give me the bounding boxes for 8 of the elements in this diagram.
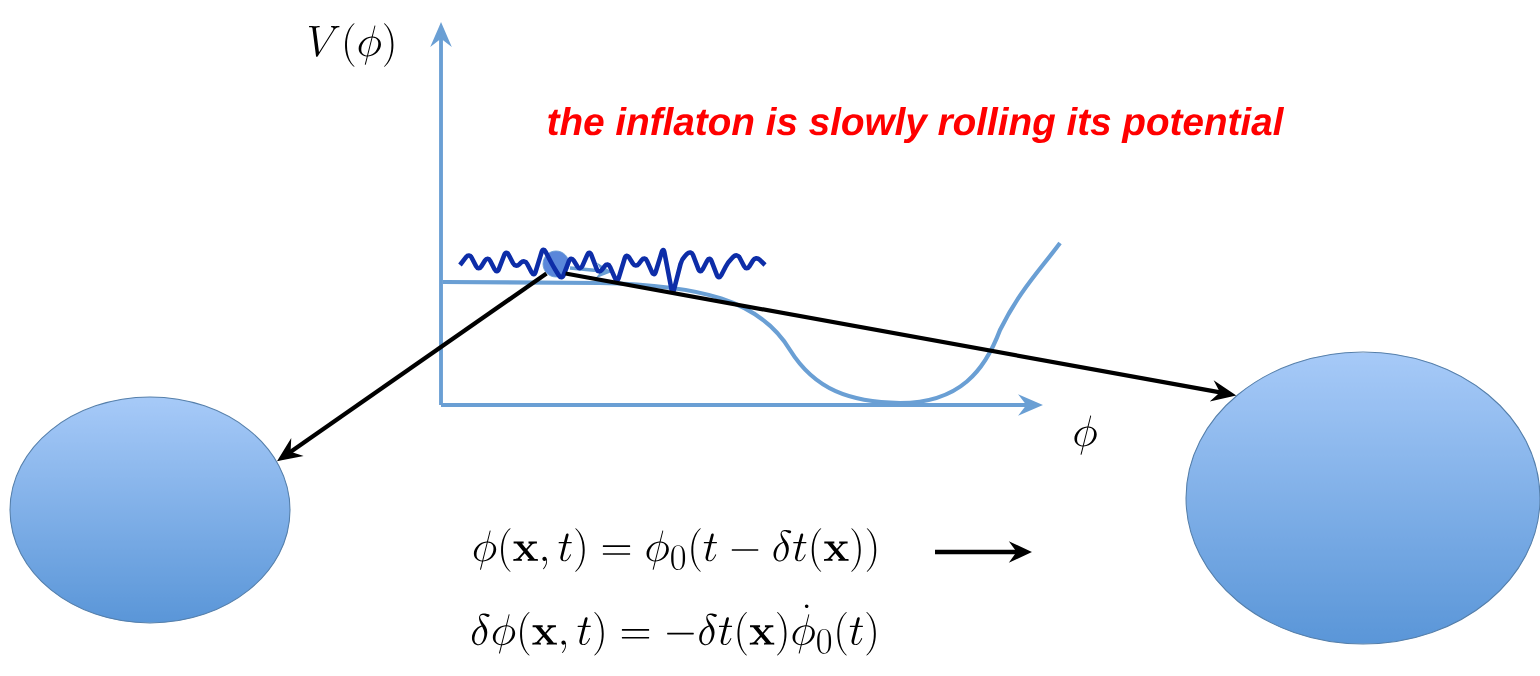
formula: $\delta\phi(\mathbf{x},t) = -\delta t(\mathbf{x})\dot{\phi}_0(t)$ (471, 604, 876, 656)
axis-label: $\phi$ (1074, 415, 1097, 455)
universe-ellipse (9, 396, 291, 624)
rolling-ball (542, 250, 570, 278)
formula: $\phi(\mathbf{x},t) = \phi_0(t-\delta t(\mathbf{x}))$ (473, 528, 877, 572)
axis-label: $V(\phi)$ (309, 23, 394, 67)
annotation-text: the inflaton is slowly rolling its potential (548, 106, 1285, 143)
universe-ellipse (1185, 351, 1540, 645)
